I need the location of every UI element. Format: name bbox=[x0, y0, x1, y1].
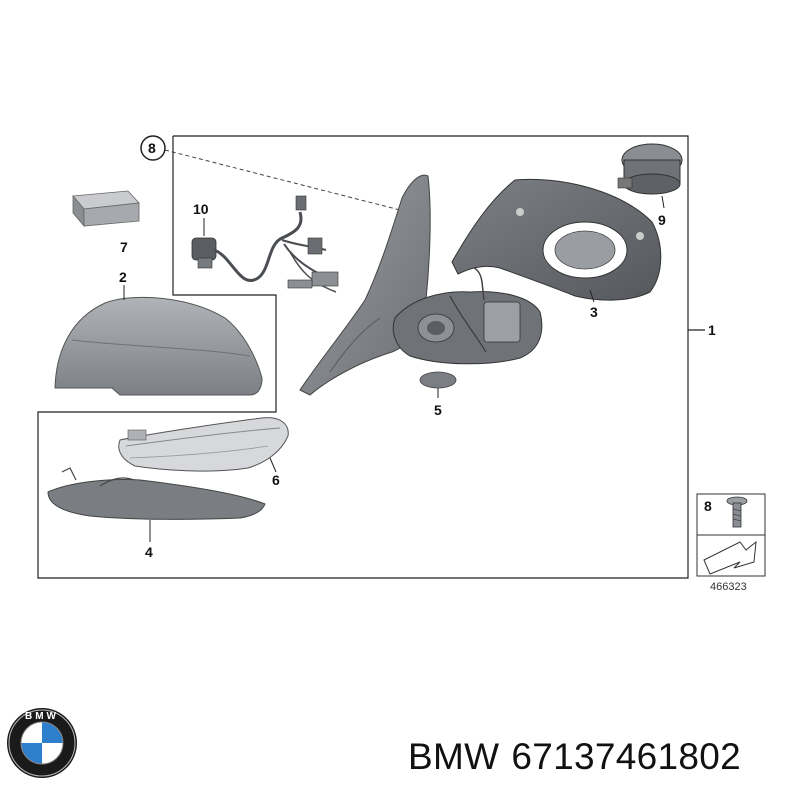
callout-4: 4 bbox=[145, 544, 153, 560]
part-4-lower-trim bbox=[47, 467, 266, 542]
legend-label-8: 8 bbox=[704, 498, 712, 514]
callout-10: 10 bbox=[193, 201, 209, 217]
part-2-cover-cap bbox=[54, 285, 263, 396]
callout-8-marker bbox=[140, 135, 401, 211]
part-6-turn-signal bbox=[118, 417, 289, 473]
bmw-logo: BMW bbox=[7, 708, 77, 778]
part-10-wiring-harness bbox=[191, 195, 339, 293]
legend-box: 8 466323 bbox=[696, 493, 766, 593]
callout-3: 3 bbox=[590, 304, 598, 320]
part-9-motor bbox=[617, 143, 683, 209]
bmw-logo-letters: BMW bbox=[25, 711, 59, 722]
mirror-motor-assembly bbox=[392, 265, 543, 365]
screw-icon bbox=[726, 496, 748, 528]
callout-2: 2 bbox=[119, 269, 127, 285]
brand-caption: BMW 67137461802 bbox=[408, 736, 753, 778]
part-3-mirror-housing bbox=[451, 178, 662, 303]
callout-5: 5 bbox=[434, 402, 442, 418]
part-number: 67137461802 bbox=[511, 736, 741, 777]
callout-8: 8 bbox=[148, 140, 156, 156]
reference-number: 466323 bbox=[710, 581, 747, 593]
callout-1: 1 bbox=[708, 322, 716, 338]
part-5-disc bbox=[419, 371, 457, 398]
brand-name: BMW bbox=[408, 736, 500, 777]
callout-labels: 1 2 3 4 5 6 7 8 9 10 bbox=[119, 140, 716, 560]
arrow-icon bbox=[703, 540, 757, 575]
callout-7: 7 bbox=[120, 239, 128, 255]
callout-9: 9 bbox=[658, 212, 666, 228]
part-7-pad bbox=[72, 190, 140, 228]
frame-lines bbox=[37, 135, 705, 579]
callout-6: 6 bbox=[272, 472, 280, 488]
